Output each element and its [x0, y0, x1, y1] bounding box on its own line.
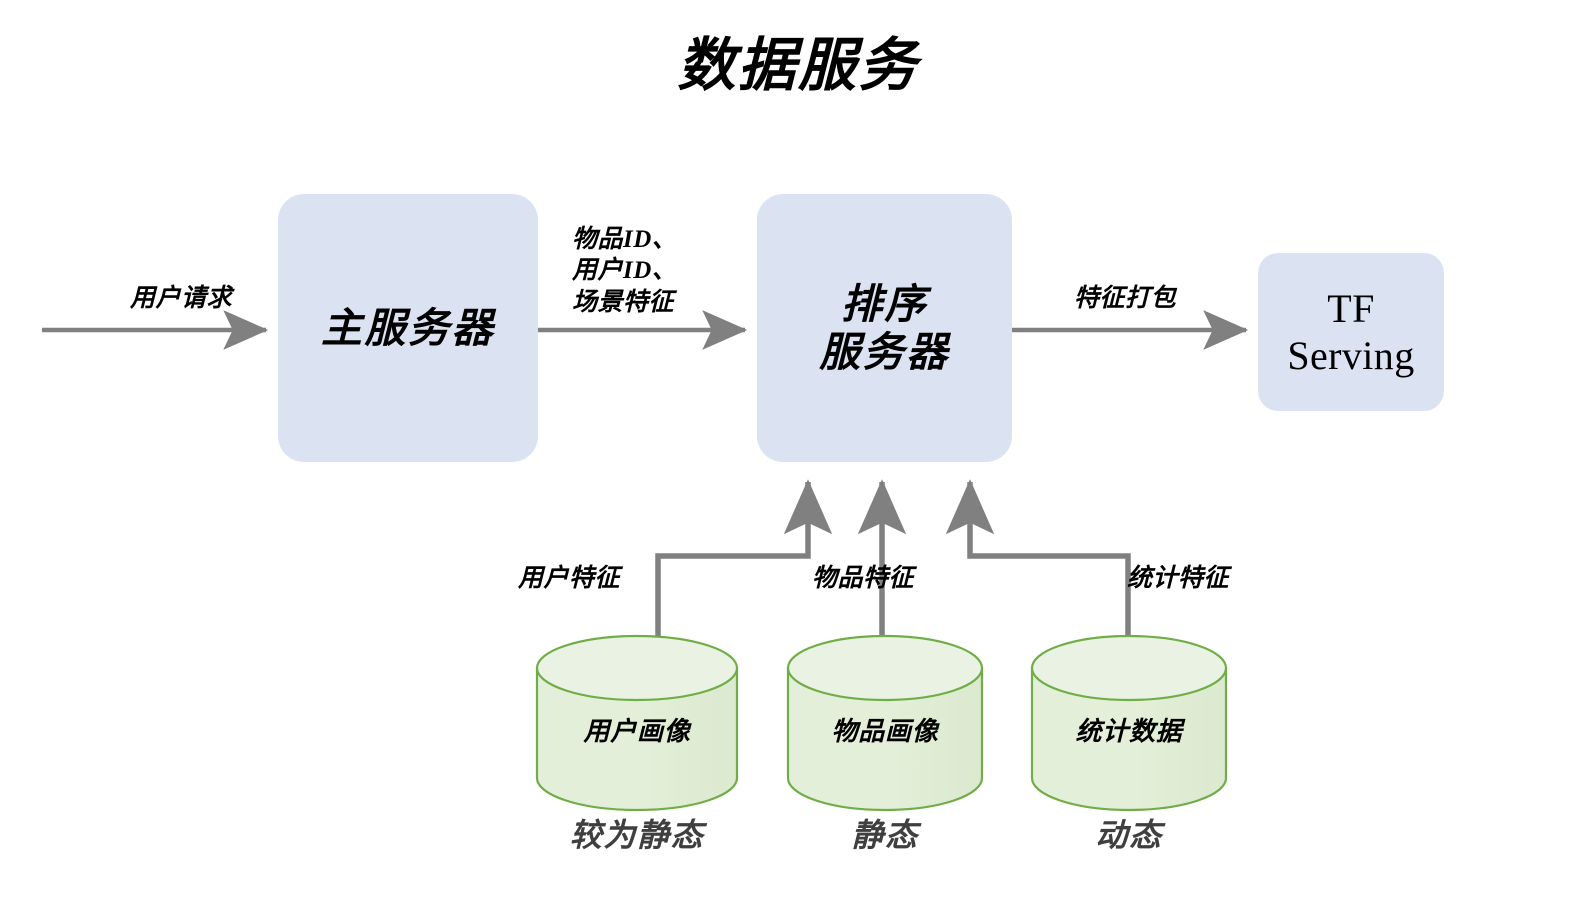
datastore-item-profile: [786, 634, 984, 812]
edge-label-ids-and-context: 物品ID、 用户ID、 场景特征: [572, 226, 678, 316]
arrow-stat-feature: [945, 479, 1131, 648]
edge-label-user-request: 用户请求: [129, 285, 232, 312]
edge-label-stat-feature: 统计特征: [1127, 565, 1230, 592]
node-rank-server-label: 排序 服务器: [819, 280, 950, 375]
node-tf-serving[interactable]: TF Serving: [1258, 253, 1444, 411]
node-rank-server[interactable]: 排序 服务器: [757, 194, 1012, 462]
datastore-item-profile-label: 物品画像: [831, 717, 939, 746]
arrow-user-feature: [655, 479, 833, 648]
datastore-statistics: [1030, 634, 1228, 812]
datastore-user-profile-label: 用户画像: [583, 717, 691, 746]
edge-label-item-feature: 物品特征: [812, 565, 915, 592]
datastore-item-profile-caption: 静态: [851, 817, 919, 853]
node-main-server-label: 主服务器: [321, 304, 495, 351]
datastore-user-profile: [535, 634, 739, 812]
datastore-user-profile-caption: 较为静态: [569, 817, 705, 853]
node-tf-serving-label: TF Serving: [1287, 285, 1415, 378]
page-title: 数据服务: [677, 33, 919, 98]
datastore-statistics-label: 统计数据: [1075, 717, 1183, 746]
node-main-server[interactable]: 主服务器: [278, 194, 538, 462]
edge-label-feature-packing: 特征打包: [1073, 285, 1176, 312]
edge-label-user-feature: 用户特征: [518, 565, 621, 592]
datastore-statistics-caption: 动态: [1095, 817, 1163, 853]
